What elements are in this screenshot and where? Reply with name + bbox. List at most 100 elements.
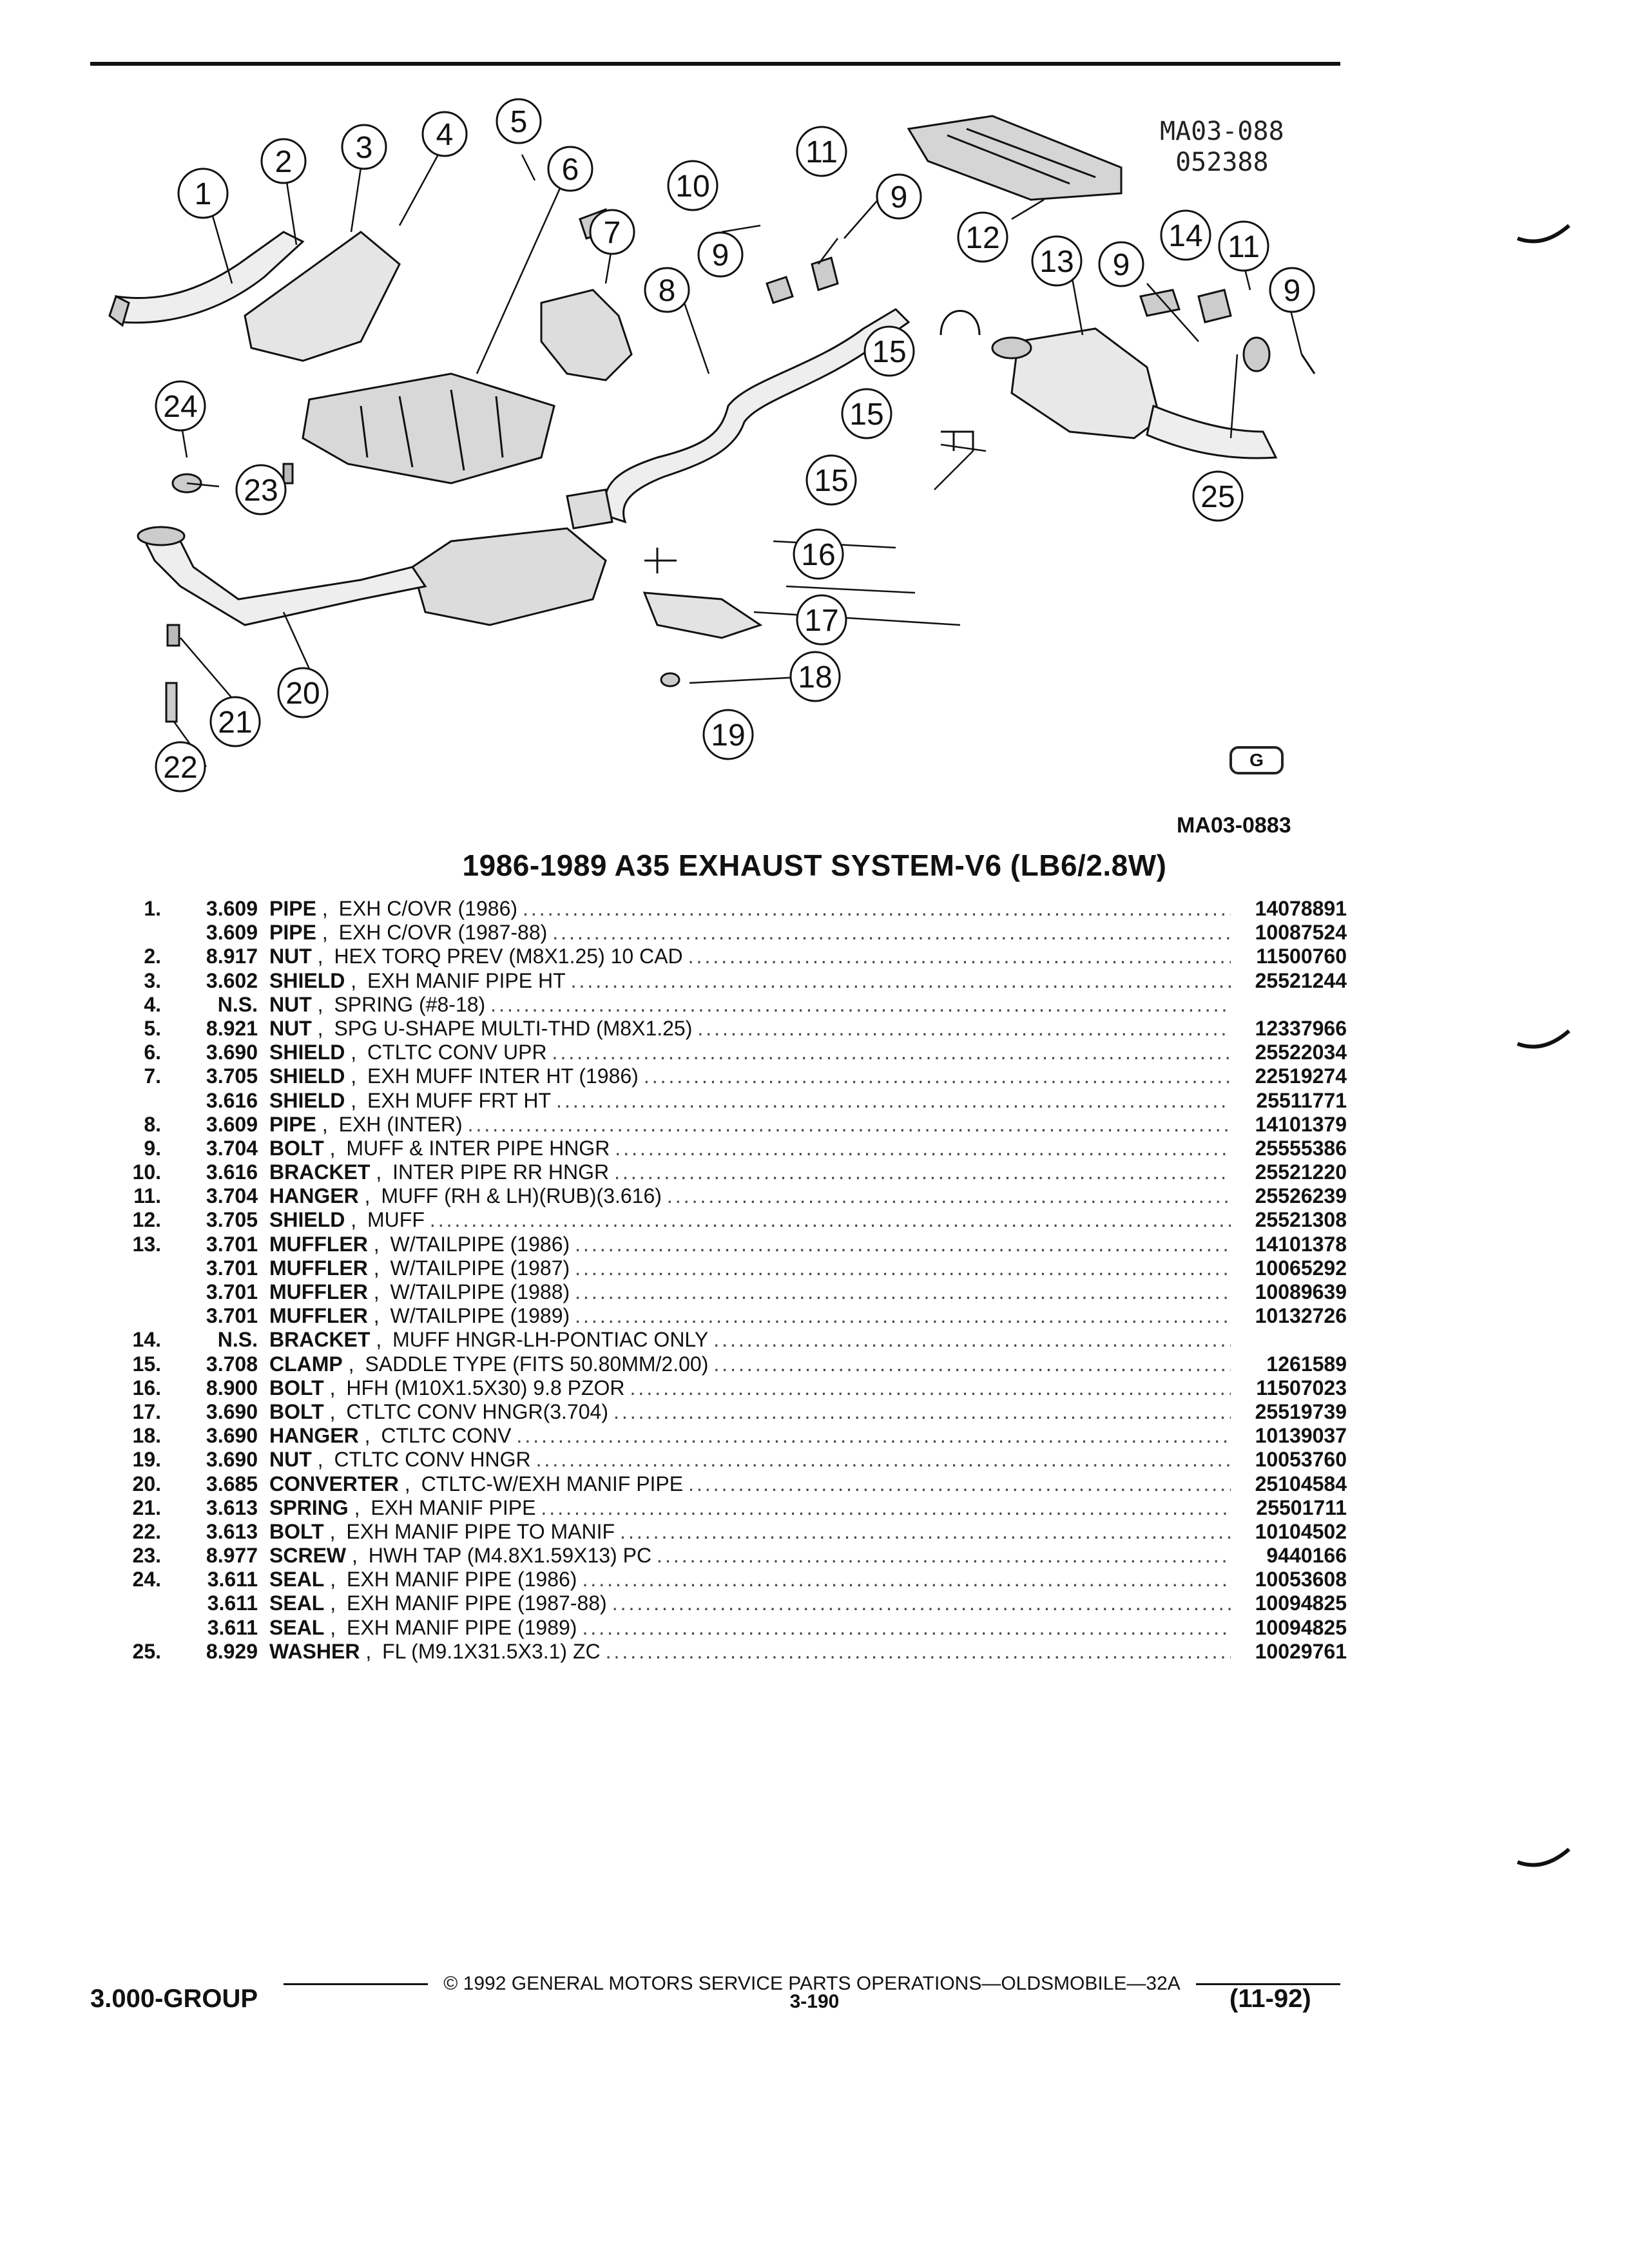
part-description: CLAMP , SADDLE TYPE (FITS 50.80MM/2.00) [258, 1352, 1231, 1376]
part-conv-upper-shield [302, 372, 555, 485]
part-detail: HWH TAP (M4.8X1.59X13) PC [368, 1544, 652, 1568]
part-detail-prefix: , [311, 1016, 329, 1040]
part-detail-prefix: , [311, 992, 329, 1016]
part-detail: EXH MANIF PIPE (1986) [347, 1568, 577, 1591]
callout-1: 1 [177, 168, 229, 219]
part-converter [411, 527, 607, 626]
part-description: BOLT , HFH (M10X1.5X30) 9.8 PZOR [258, 1376, 1231, 1400]
callout-9d: 9 [1269, 267, 1315, 313]
part-name: SCREW [269, 1544, 347, 1568]
svg-text:19: 19 [711, 718, 745, 753]
part-detail: MUFF (RH & LH)(RUB)(3.616) [381, 1184, 662, 1208]
part-group: 3.616 [206, 1160, 258, 1184]
part-name: BOLT [269, 1519, 324, 1543]
leader-dots [468, 1113, 1231, 1137]
part-detail-prefix: , [345, 968, 363, 992]
part-group: 3.701 [206, 1232, 258, 1256]
part-detail-prefix: , [367, 1280, 385, 1303]
part-detail: CTLTC CONV HNGR(3.704) [346, 1399, 608, 1423]
callout-15b: 15 [841, 388, 892, 439]
part-number: 10094825 [1255, 1591, 1347, 1615]
part-detail: W/TAILPIPE (1986) [390, 1232, 570, 1256]
part-number: 11500760 [1256, 945, 1347, 968]
footer-page-number: 3-190 [789, 1991, 840, 2012]
part-index: 7. [144, 1064, 161, 1088]
part-detail: W/TAILPIPE (1987) [390, 1256, 570, 1280]
part-index: 24. [132, 1568, 161, 1591]
part-detail: HFH (M10X1.5X30) 9.8 PZOR [346, 1376, 625, 1399]
leader-dots [667, 1184, 1231, 1208]
callout-2: 2 [260, 138, 307, 184]
part-name: WASHER [269, 1639, 360, 1663]
margin-mark [1516, 1029, 1570, 1049]
part-index: 13. [132, 1232, 161, 1256]
callout-16: 16 [793, 528, 844, 580]
callout-15a: 15 [863, 325, 915, 377]
leader-dots [571, 969, 1231, 993]
part-name: MUFFLER [269, 1232, 368, 1256]
leader-dots [606, 1640, 1231, 1664]
part-number: 10104502 [1255, 1519, 1347, 1543]
callout-24: 24 [155, 380, 206, 432]
callout-11a: 11 [796, 126, 847, 177]
callout-8: 8 [644, 267, 690, 313]
svg-text:16: 16 [801, 538, 835, 572]
part-detail: CTLTC-W/EXH MANIF PIPE [421, 1472, 684, 1495]
svg-text:25: 25 [1200, 480, 1235, 514]
part-number: 25521220 [1255, 1160, 1347, 1184]
leader-dots [713, 1352, 1231, 1376]
part-number: 9440166 [1266, 1544, 1347, 1568]
margin-mark [1516, 224, 1570, 244]
part-row: 4.N.S.NUT , SPRING (#8-18) [116, 993, 1347, 1017]
svg-text:8: 8 [659, 274, 676, 308]
part-detail: SADDLE TYPE (FITS 50.80MM/2.00) [365, 1352, 709, 1376]
part-group: 3.616 [206, 1088, 258, 1112]
part-description: SHIELD , EXH MUFF FRT HT [258, 1089, 1231, 1113]
leader-dots [713, 1328, 1231, 1352]
part-index: 5. [144, 1016, 161, 1040]
diagram-code-line-1: MA03-088 [1160, 117, 1284, 146]
part-muffler-shield [907, 115, 1123, 201]
part-group: 3.701 [206, 1280, 258, 1303]
svg-text:9: 9 [1284, 274, 1301, 308]
callout-5: 5 [496, 98, 542, 144]
part-number: 14101378 [1255, 1232, 1347, 1256]
leader-dots [575, 1304, 1231, 1328]
part-detail-prefix: , [323, 1399, 342, 1423]
part-number: 25104584 [1255, 1472, 1347, 1495]
part-group: 3.611 [207, 1615, 258, 1639]
svg-text:15: 15 [872, 335, 906, 369]
callout-11b: 11 [1218, 220, 1269, 272]
leader-dots [644, 1064, 1231, 1088]
part-detail-prefix: , [367, 1304, 385, 1328]
page-title: 1986-1989 A35 EXHAUST SYSTEM-V6 (LB6/2.8… [462, 849, 1167, 882]
leader-dots [612, 1591, 1231, 1615]
footer-rule-left [284, 1983, 429, 1985]
part-description: SHIELD , CTLTC CONV UPR [258, 1041, 1231, 1064]
footer-rule-right [1195, 1983, 1340, 1985]
part-name: BOLT [269, 1399, 324, 1423]
leader-dots [614, 1160, 1231, 1184]
svg-text:21: 21 [218, 706, 252, 740]
part-description: SEAL , EXH MANIF PIPE (1989) [258, 1616, 1231, 1640]
svg-text:20: 20 [285, 677, 320, 711]
leader-dots [552, 1041, 1231, 1064]
part-description: SCREW , HWH TAP (M4.8X1.59X13) PC [258, 1544, 1231, 1568]
part-number: 25555386 [1255, 1136, 1347, 1160]
part-group: 8.917 [206, 945, 258, 968]
part-number: 25501711 [1256, 1495, 1347, 1519]
part-group: 8.977 [206, 1544, 258, 1568]
part-index: 17. [132, 1399, 161, 1423]
part-number: 12337966 [1255, 1016, 1347, 1040]
part-detail: EXH MANIF PIPE HT [367, 968, 566, 992]
svg-text:15: 15 [814, 464, 848, 498]
part-detail: EXH MANIF PIPE [371, 1495, 536, 1519]
